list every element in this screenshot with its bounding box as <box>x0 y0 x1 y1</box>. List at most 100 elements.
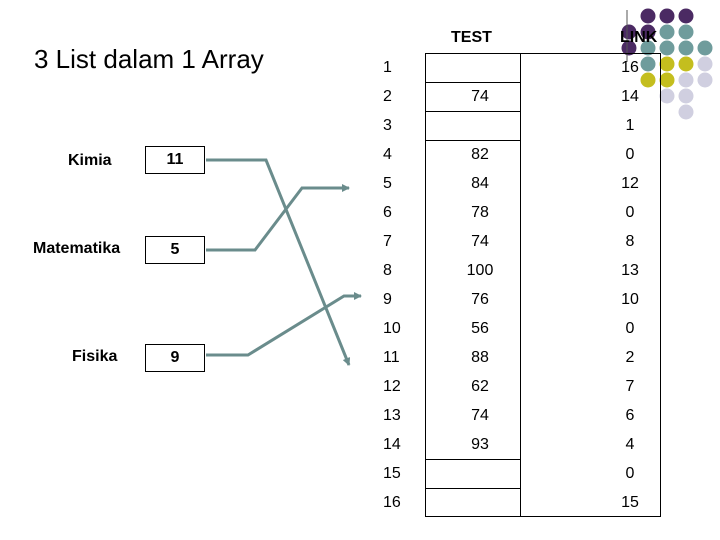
decorative-dot <box>659 88 675 104</box>
row-index: 12 <box>383 378 401 395</box>
array-row: 1 16 <box>365 53 662 82</box>
decorative-dot <box>678 40 694 56</box>
row-test-value: 84 <box>471 175 489 192</box>
arrow-kimia <box>206 158 351 366</box>
array-row: 12 62 7 <box>365 372 662 401</box>
row-link-value: 2 <box>625 349 635 366</box>
array-row: 2 74 14 <box>365 82 662 111</box>
row-index: 5 <box>383 175 392 192</box>
head-pointer-fisika: 9 <box>145 344 205 372</box>
array-frame <box>425 53 661 517</box>
row-index: 4 <box>383 146 392 163</box>
list-label-fisika: Fisika <box>72 348 118 365</box>
row-index: 16 <box>383 494 401 511</box>
test-cell-divider-2 <box>425 111 520 112</box>
decorative-dot <box>640 24 656 40</box>
array-row: 4 82 0 <box>365 140 662 169</box>
row-test-value: 74 <box>471 88 489 105</box>
row-link-value: 4 <box>625 436 635 453</box>
decorative-dot <box>640 72 656 88</box>
row-test-value: 82 <box>471 146 489 163</box>
array-row: 14 93 4 <box>365 430 662 459</box>
row-link-value: 6 <box>625 407 635 424</box>
row-index: 2 <box>383 88 392 105</box>
row-index: 9 <box>383 291 392 308</box>
array-row: 13 74 6 <box>365 401 662 430</box>
row-test-value: 74 <box>471 407 489 424</box>
decorative-dot <box>678 72 694 88</box>
header-link: LINK <box>620 29 658 46</box>
row-test-value: 62 <box>471 378 489 395</box>
row-index: 7 <box>383 233 392 250</box>
decorative-dot <box>678 8 694 24</box>
decorative-dot <box>678 104 694 120</box>
row-index: 14 <box>383 436 401 453</box>
row-index: 1 <box>383 59 392 76</box>
decorative-dot <box>621 40 637 56</box>
head-pointer-kimia: 11 <box>145 146 205 174</box>
row-index: 6 <box>383 204 392 221</box>
row-test-value: 56 <box>471 320 489 337</box>
decorative-dot <box>697 40 713 56</box>
header-test: TEST <box>451 29 492 46</box>
head-pointer-matematika: 5 <box>145 236 205 264</box>
row-link-value: 12 <box>621 175 639 192</box>
decorative-dot <box>678 56 694 72</box>
row-test-value: 74 <box>471 233 489 250</box>
decorative-dot <box>659 56 675 72</box>
row-link-value: 15 <box>621 494 639 511</box>
row-test-value: 100 <box>466 262 494 279</box>
test-cell-divider-15 <box>425 459 520 460</box>
row-link-value: 0 <box>625 320 635 337</box>
array-row: 8 100 13 <box>365 256 662 285</box>
row-index: 15 <box>383 465 401 482</box>
test-cell-divider-3 <box>425 140 520 141</box>
array-row: 5 84 12 <box>365 169 662 198</box>
row-index: 10 <box>383 320 401 337</box>
decorative-dot <box>659 24 675 40</box>
decorative-dot <box>640 56 656 72</box>
array-row: 10 56 0 <box>365 314 662 343</box>
decorative-dot <box>659 72 675 88</box>
decorative-dot <box>678 88 694 104</box>
row-index: 11 <box>383 349 400 366</box>
row-link-value: 16 <box>621 59 639 76</box>
row-index: 13 <box>383 407 401 424</box>
array-row: 11 88 2 <box>365 343 662 372</box>
list-label-matematika: Matematika <box>33 240 121 257</box>
decorative-dot <box>678 24 694 40</box>
row-link-value: 7 <box>625 378 635 395</box>
row-link-value: 13 <box>621 262 639 279</box>
decorative-dot <box>621 24 637 40</box>
list-label-kimia: Kimia <box>68 152 112 169</box>
array-row: 15 0 <box>365 459 662 488</box>
row-link-value: 0 <box>625 204 635 221</box>
test-cell-divider-16 <box>425 488 520 489</box>
decorative-dot <box>640 40 656 56</box>
row-index: 8 <box>383 262 392 279</box>
row-link-value: 10 <box>621 291 639 308</box>
row-link-value: 1 <box>625 117 635 134</box>
array-row: 9 76 10 <box>365 285 662 314</box>
row-test-value: 76 <box>471 291 489 308</box>
row-test-value: 93 <box>471 436 489 453</box>
arrow-matematika <box>206 184 350 252</box>
decorative-dot <box>697 72 713 88</box>
decorative-dot <box>697 56 713 72</box>
decorative-dot <box>659 40 675 56</box>
row-link-value: 0 <box>625 146 635 163</box>
array-row: 6 78 0 <box>365 198 662 227</box>
arrow-fisika <box>206 292 362 357</box>
row-test-value: 88 <box>471 349 489 366</box>
row-link-value: 14 <box>621 88 639 105</box>
row-test-value: 78 <box>471 204 489 221</box>
array-column-divider <box>520 53 521 517</box>
test-cell-divider-1 <box>425 82 520 83</box>
row-link-value: 8 <box>625 233 635 250</box>
row-link-value: 0 <box>625 465 635 482</box>
